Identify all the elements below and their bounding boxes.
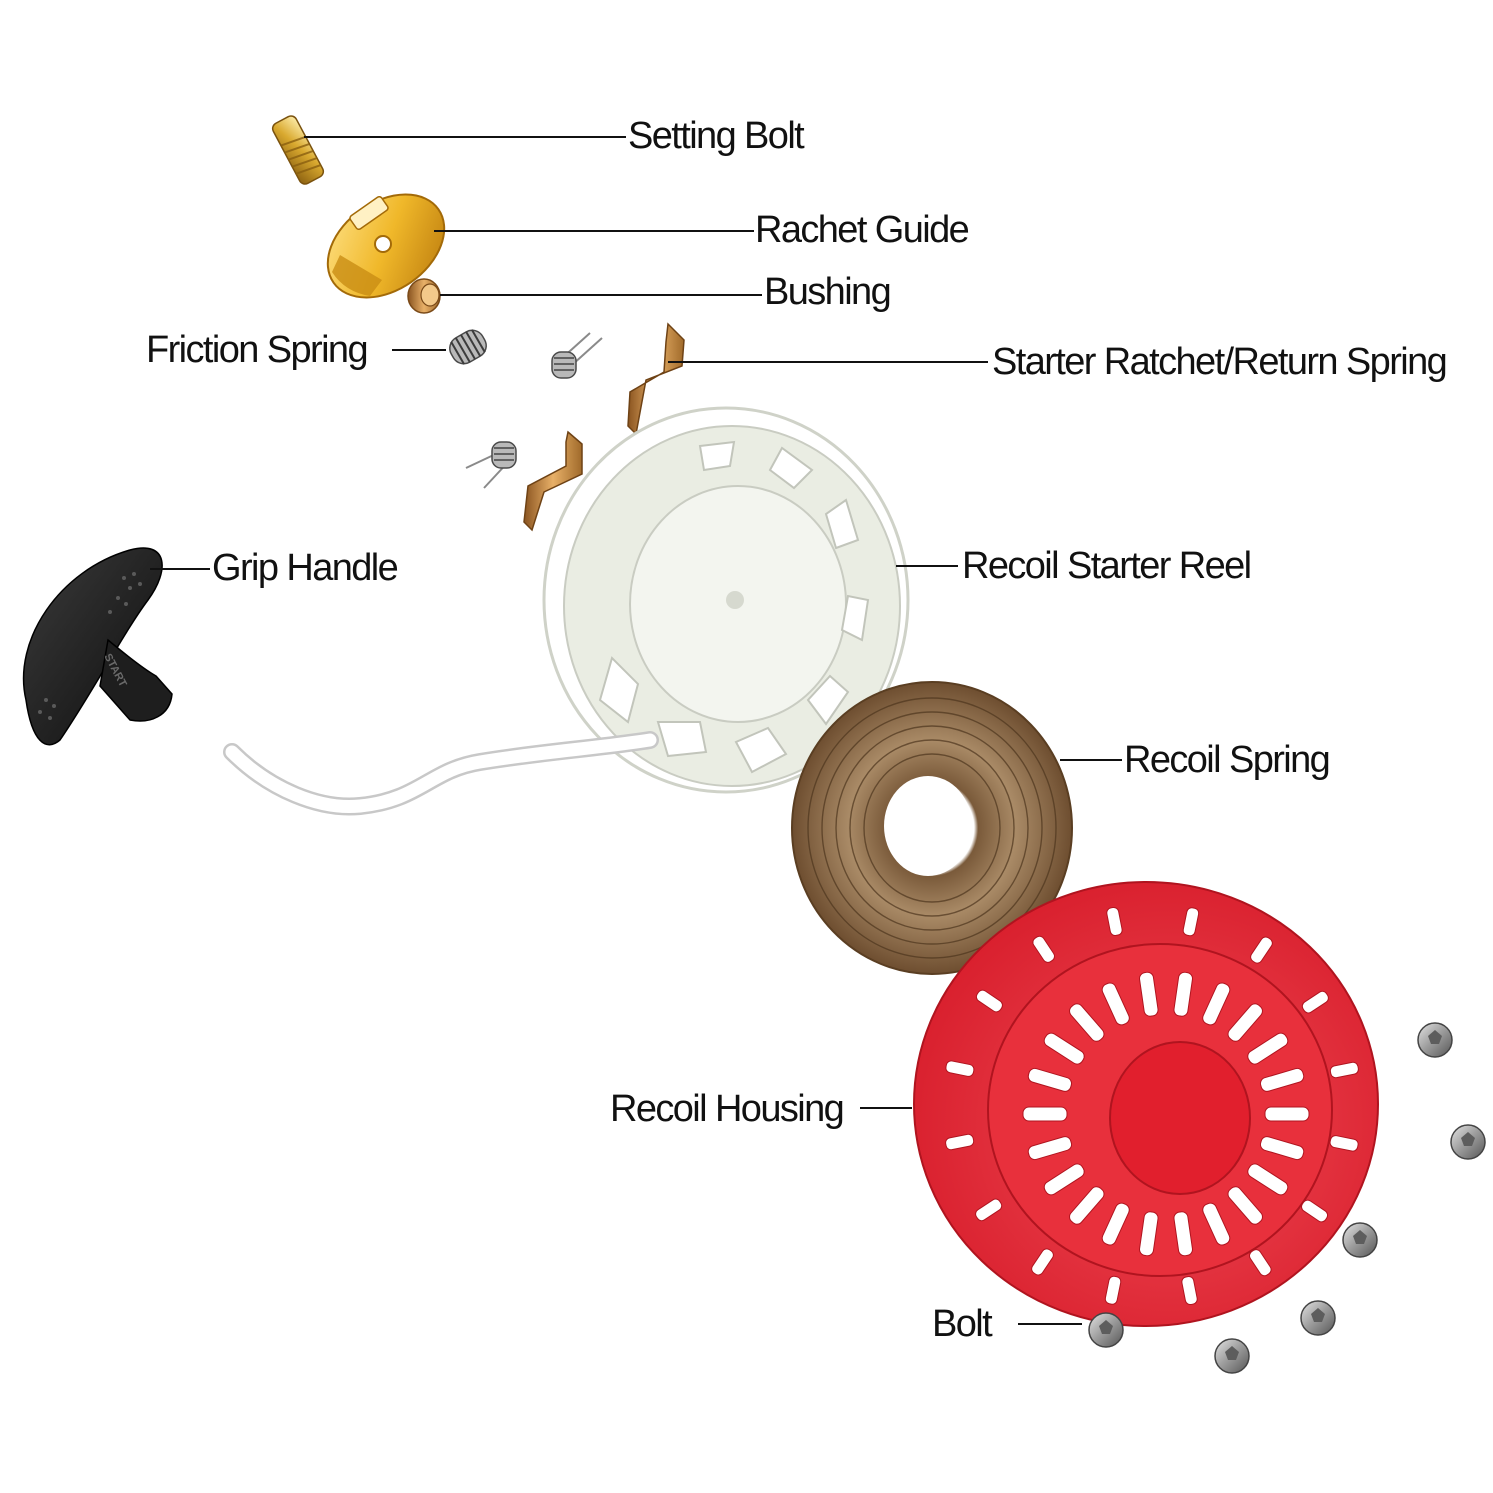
housing-vent-slot: [1027, 1067, 1073, 1092]
housing-outer-slot: [1032, 935, 1056, 963]
housing-vent-slot: [1139, 1211, 1159, 1257]
housing-vent-slot: [1101, 1202, 1130, 1246]
bolt-part-1: [1417, 1022, 1453, 1058]
housing-outer-slot: [1329, 1135, 1359, 1152]
grip-handle-part: START: [22, 547, 173, 746]
housing-vent-slot: [1259, 1136, 1305, 1161]
housing-vent-slot: [1227, 1186, 1263, 1225]
housing-outer-slot: [945, 1060, 975, 1077]
setting-bolt-part: [271, 115, 325, 185]
bolt-part-6: [1088, 1312, 1124, 1348]
housing-vent-slot: [1043, 1163, 1085, 1196]
friction-spring-part: [449, 329, 487, 365]
return-spring-upper-part: [551, 332, 603, 379]
leader-lines: [150, 136, 1122, 1325]
label-friction-spring: Friction Spring: [146, 329, 369, 371]
housing-vent-slot: [1202, 982, 1231, 1026]
label-bolt: Bolt: [932, 1303, 993, 1345]
housing-vent-slot: [1202, 1202, 1231, 1246]
housing-vent-slot: [1101, 982, 1130, 1026]
housing-vent-slot: [1259, 1067, 1305, 1092]
housing-vent-slot: [1022, 1106, 1068, 1122]
label-recoil-housing: Recoil Housing: [610, 1088, 845, 1130]
housing-vent-slot: [1173, 971, 1193, 1017]
housing-vent-slot: [1027, 1136, 1073, 1161]
starter-ratchet-lower-part: [523, 430, 583, 532]
label-starter-ratchet: Starter Ratchet/Return Spring: [992, 341, 1448, 383]
bolt-part-3: [1342, 1222, 1378, 1258]
starter-ratchet-upper-part: [627, 322, 685, 436]
housing-vent-slot: [1247, 1163, 1289, 1196]
label-recoil-starter-reel: Recoil Starter Reel: [962, 545, 1252, 587]
housing-vent-slot: [1043, 1032, 1085, 1065]
housing-outer-slot: [1329, 1061, 1359, 1079]
housing-vent-slot: [1227, 1003, 1263, 1042]
housing-vent-slot: [1069, 1003, 1105, 1042]
recoil-spring-part: [791, 681, 1073, 975]
return-spring-lower-part: [465, 441, 517, 489]
housing-outer-slot: [975, 1198, 1003, 1222]
housing-outer-slot: [1301, 990, 1329, 1014]
housing-outer-slot: [1250, 936, 1273, 964]
housing-outer-slot: [1301, 1199, 1329, 1223]
housing-outer-slot: [975, 989, 1003, 1013]
label-recoil-spring: Recoil Spring: [1124, 739, 1331, 781]
bolt-part-5: [1214, 1338, 1250, 1374]
housing-outer-slot: [1182, 907, 1200, 937]
housing-outer-slot: [1181, 1275, 1198, 1306]
housing-vent-slot: [1264, 1106, 1310, 1122]
housing-outer-slot: [1031, 1248, 1054, 1276]
housing-vent-slot: [1139, 971, 1159, 1017]
label-bushing: Bushing: [764, 271, 892, 313]
bushing-part: [407, 278, 441, 314]
recoil-starter-reel-part: [542, 406, 910, 794]
housing-outer-slot: [945, 1133, 975, 1151]
bolt-part-4: [1300, 1300, 1336, 1336]
recoil-housing-part: [913, 881, 1379, 1327]
housing-outer-slot: [1248, 1249, 1272, 1277]
housing-vent-slot: [1247, 1032, 1289, 1065]
bolt-part-2: [1450, 1124, 1486, 1160]
label-rachet-guide: Rachet Guide: [755, 209, 970, 251]
rachet-guide-part: [326, 193, 446, 299]
housing-outer-slot: [1106, 906, 1123, 937]
housing-outer-slot: [1104, 1275, 1122, 1305]
label-grip-handle: Grip Handle: [212, 547, 399, 589]
housing-vent-slot: [1173, 1211, 1193, 1257]
label-setting-bolt: Setting Bolt: [628, 115, 805, 157]
housing-vent-slot: [1069, 1186, 1105, 1225]
